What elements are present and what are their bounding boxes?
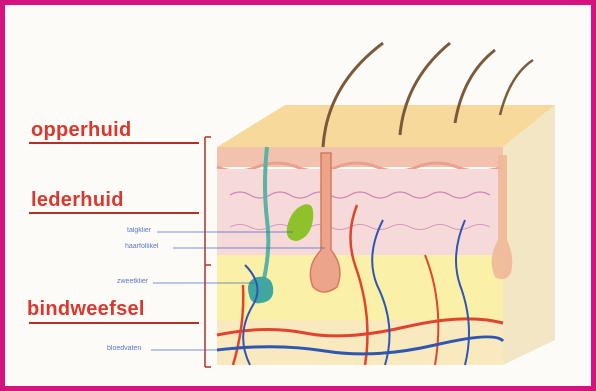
subcutis-shade xyxy=(217,320,503,365)
skin-surface-top xyxy=(217,105,555,147)
label-bindweefsel: bindweefsel xyxy=(27,298,145,321)
label-haarfollikel: haarfollikel xyxy=(125,243,158,250)
dermis-layer xyxy=(217,169,503,255)
sweat-gland xyxy=(248,277,273,304)
label-talgklier: talgklier xyxy=(127,227,151,234)
label-bloedvaten: bloedvaten xyxy=(107,345,141,352)
skin-block-side xyxy=(503,105,555,365)
label-zweetklier: zweetklier xyxy=(117,278,148,285)
label-lederhuid: lederhuid xyxy=(31,189,124,212)
label-opperhuid: opperhuid xyxy=(31,119,131,142)
